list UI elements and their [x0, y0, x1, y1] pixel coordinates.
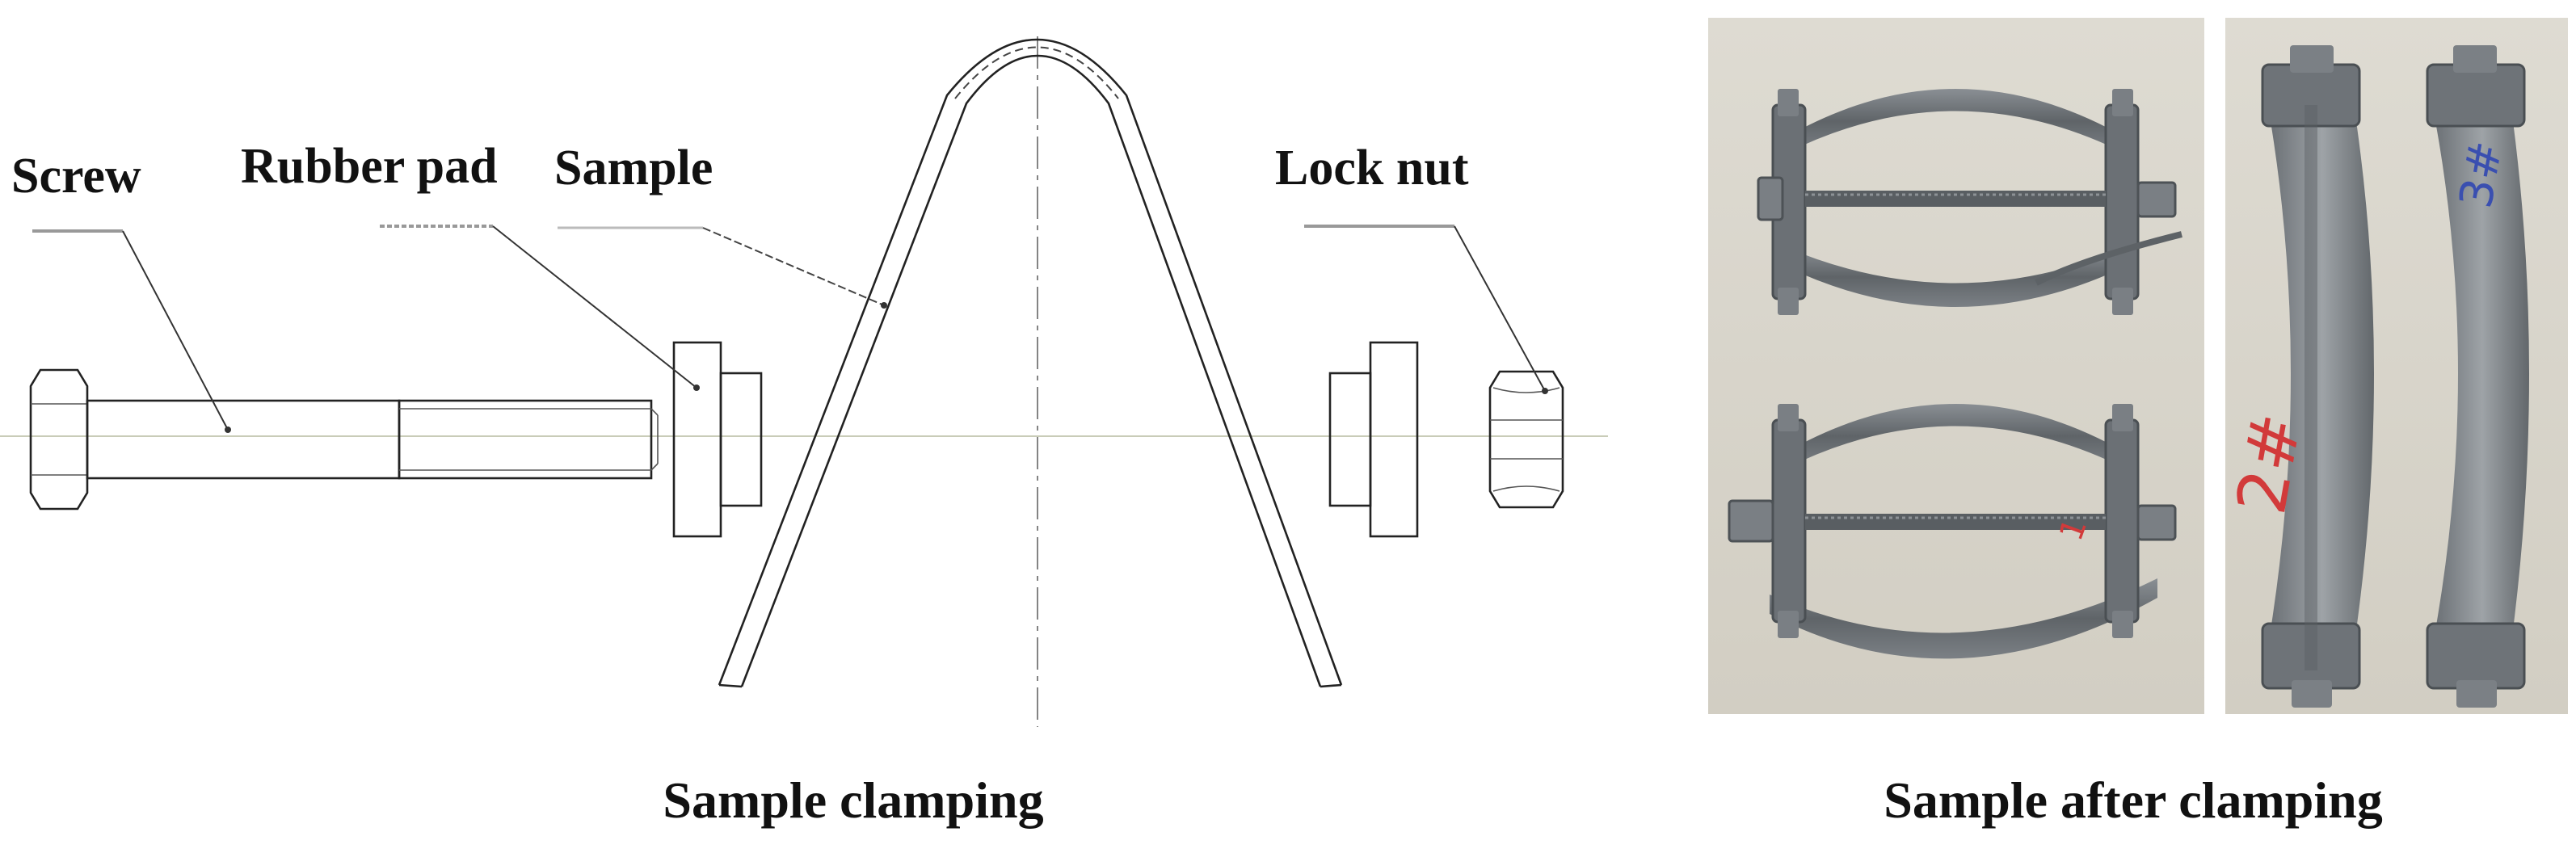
- screw-thread: [398, 399, 653, 480]
- sample-strip-drawing: [718, 38, 1343, 688]
- photo-right: 2# 3#: [2221, 18, 2568, 714]
- label-rubber-pad: Rubber pad: [241, 139, 498, 194]
- label-sample: Sample: [554, 141, 713, 195]
- caption-sample-after-clamping: Sample after clamping: [1884, 771, 2382, 829]
- lock-nut-drawing: [1488, 370, 1564, 509]
- rubber-pad-right: [1328, 341, 1419, 538]
- photo-left: 1: [1708, 18, 2204, 714]
- clamping-drawing: Screw Rubber pad Sample Lock nut Sample …: [0, 36, 1608, 829]
- clamp-assembly-bottom: 1: [1728, 404, 2177, 659]
- caption-sample-clamping: Sample clamping: [663, 771, 1043, 829]
- marker-label-3: 3#: [2450, 137, 2513, 212]
- leader-lines: [32, 225, 1548, 433]
- marker-label-2: 2#: [2221, 408, 2317, 520]
- clamp-assembly-side: 3#: [2426, 45, 2529, 708]
- clamp-assembly-top: [1757, 89, 2182, 315]
- clamp-assembly-front: 2#: [2221, 45, 2374, 708]
- rubber-pad-left: [672, 341, 763, 538]
- screw-head: [29, 368, 89, 511]
- screw-shank: [86, 399, 401, 480]
- label-lock-nut: Lock nut: [1275, 141, 1469, 195]
- label-screw: Screw: [11, 149, 141, 204]
- screw-drawing: [29, 368, 659, 511]
